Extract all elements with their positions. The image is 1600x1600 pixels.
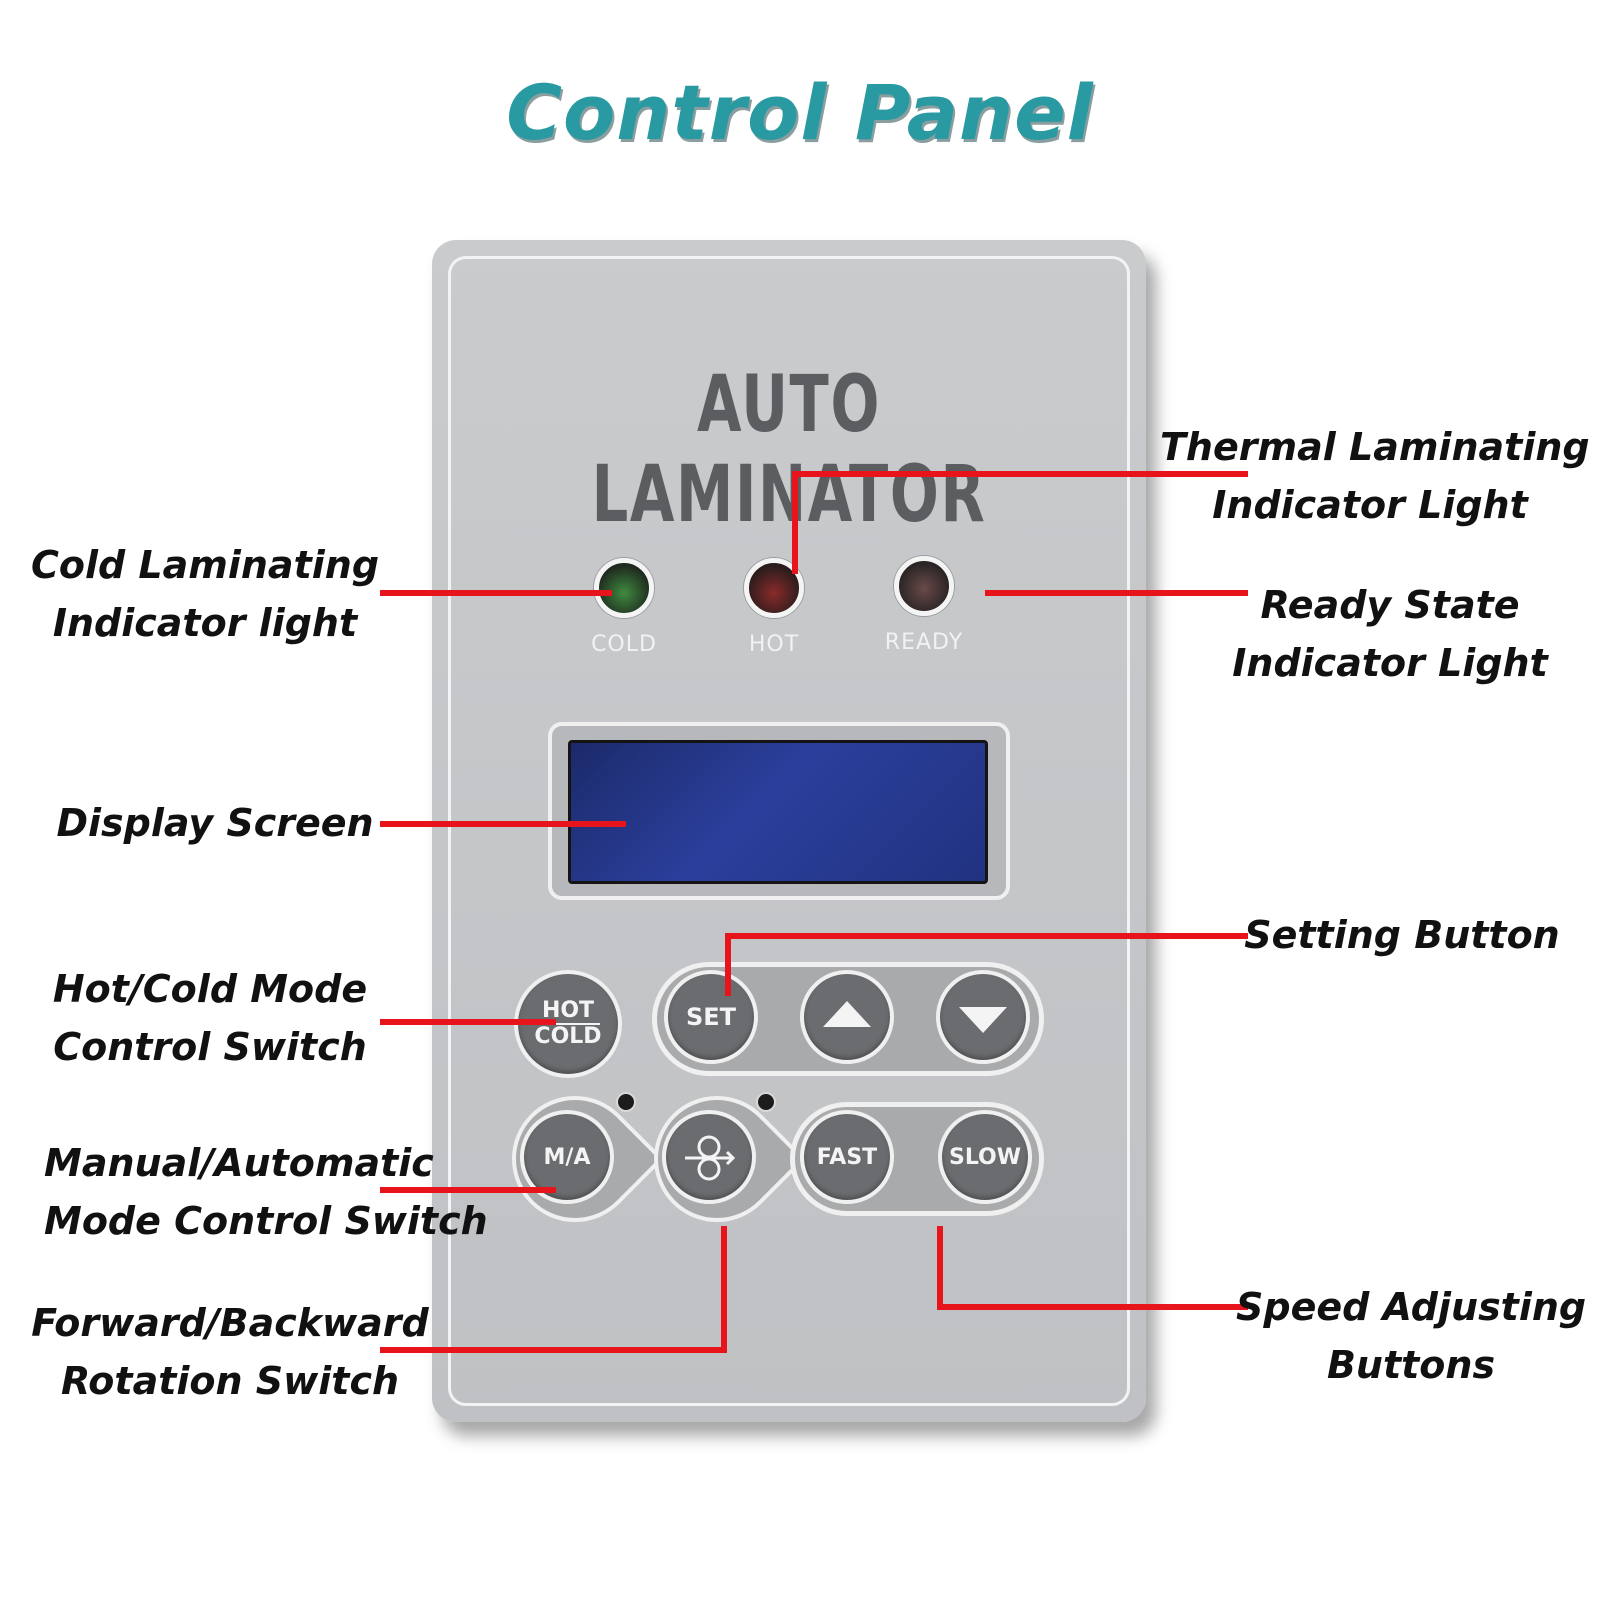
callout-setting-line1: Setting Button	[1244, 913, 1560, 957]
hot-text: HOT	[535, 999, 601, 1025]
callout-ready-line1: Ready State	[1260, 583, 1520, 627]
display-frame	[548, 722, 1010, 900]
rotation-icon	[685, 1135, 736, 1181]
callout-speed-line2: Buttons	[1326, 1343, 1496, 1387]
callout-manual: Manual/Automatic Mode Control Switch	[30, 1134, 488, 1250]
down-button[interactable]	[936, 970, 1030, 1064]
leader-setting	[725, 933, 1248, 996]
page-title: Control Panel	[506, 68, 1094, 157]
callout-manual-line1: Manual/Automatic	[44, 1141, 434, 1185]
callout-thermal-line1: Thermal Laminating	[1160, 425, 1590, 469]
ready-label: READY	[884, 630, 964, 655]
callout-cold-line1: Cold Laminating	[30, 543, 380, 587]
cold-text: COLD	[534, 1024, 602, 1049]
callout-forward: Forward/Backward Rotation Switch	[30, 1294, 430, 1410]
rotation-button[interactable]	[662, 1110, 756, 1204]
leader-speed	[937, 1226, 1248, 1310]
triangle-down-icon	[959, 1007, 1007, 1033]
up-button[interactable]	[800, 970, 894, 1064]
callout-hotcold-line2: Control Switch	[53, 1025, 367, 1069]
set-button[interactable]: SET	[664, 970, 758, 1064]
callout-speed-line1: Speed Adjusting	[1236, 1285, 1587, 1329]
rotation-indicator	[756, 1092, 776, 1112]
cold-label: COLD	[591, 632, 657, 657]
display-screen	[568, 740, 988, 884]
ready-indicator-light	[894, 556, 954, 616]
callout-manual-line2: Mode Control Switch	[44, 1199, 488, 1243]
callout-thermal-line2: Indicator Light	[1212, 483, 1528, 527]
callout-display: Display Screen	[50, 794, 380, 852]
callout-speed: Speed Adjusting Buttons	[1236, 1278, 1586, 1394]
callout-thermal: Thermal Laminating Indicator Light	[1160, 418, 1590, 534]
triangle-up-icon	[823, 1001, 871, 1027]
brand-label: AUTO LAMINATOR	[591, 360, 987, 540]
callout-display-line1: Display Screen	[56, 801, 374, 845]
callout-hotcold: Hot/Cold Mode Control Switch	[40, 960, 380, 1076]
fast-button[interactable]: FAST	[800, 1110, 894, 1204]
callout-forward-line1: Forward/Backward	[31, 1301, 429, 1345]
slow-button[interactable]: SLOW	[938, 1110, 1032, 1204]
callout-hotcold-line1: Hot/Cold Mode	[52, 967, 368, 1011]
callout-cold-line2: Indicator light	[52, 601, 358, 645]
hot-label: HOT	[748, 632, 800, 657]
callout-ready: Ready State Indicator Light	[1200, 576, 1580, 692]
leader-forward	[380, 1226, 727, 1353]
callout-ready-line2: Indicator Light	[1232, 641, 1548, 685]
panel-border	[448, 256, 1130, 1406]
leader-thermal	[792, 471, 1248, 574]
callout-forward-line2: Rotation Switch	[60, 1359, 400, 1403]
manual-auto-indicator	[616, 1092, 636, 1112]
callout-cold: Cold Laminating Indicator light	[30, 536, 380, 652]
callout-setting: Setting Button	[1242, 906, 1562, 964]
cold-indicator-light	[594, 558, 654, 618]
